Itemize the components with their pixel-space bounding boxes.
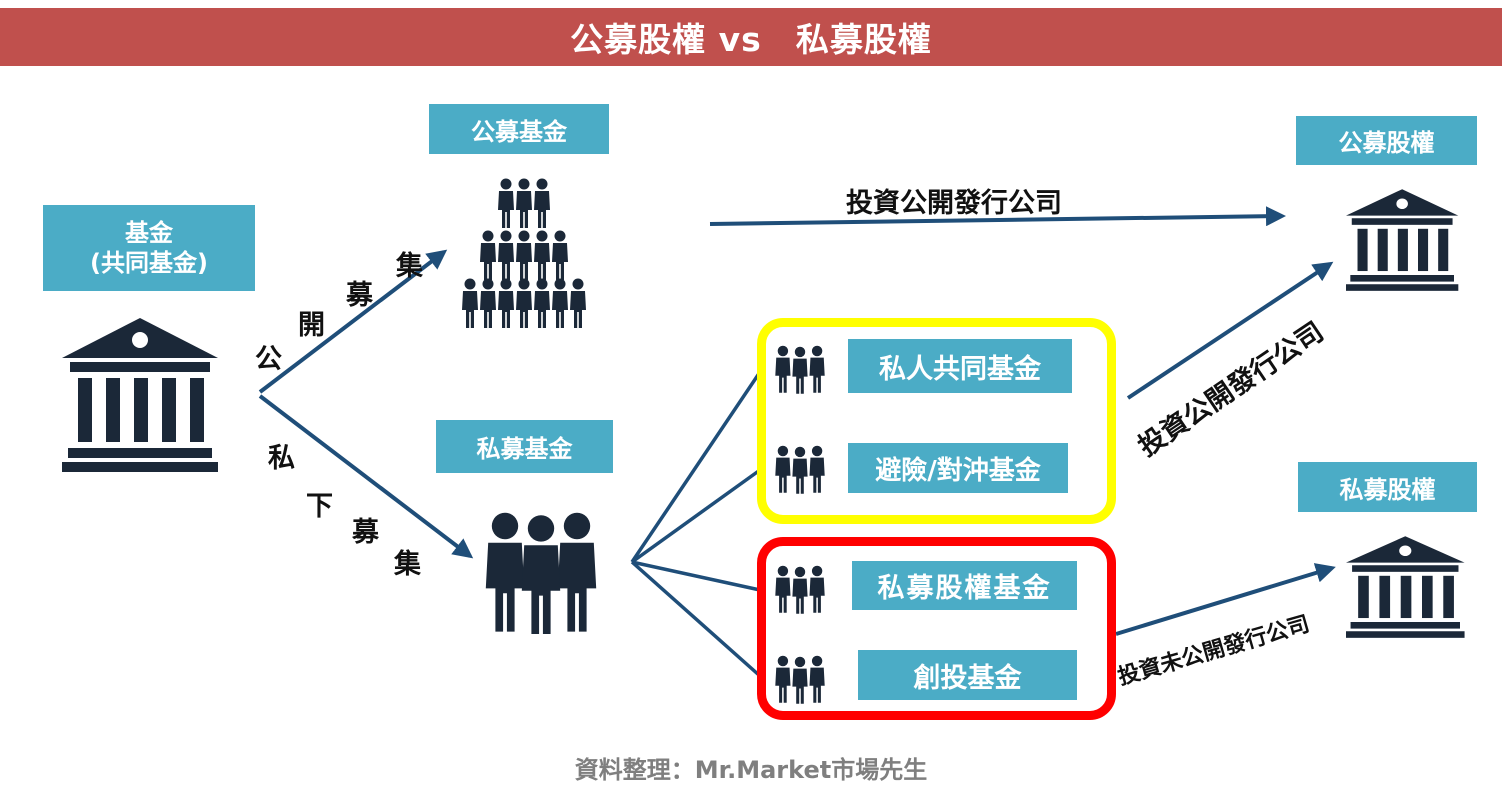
public-strategy-group [757,318,1116,524]
crowd-icon [462,178,586,328]
invest-private-arrow [1115,563,1336,636]
fan-line-4 [630,560,762,678]
invest-public-arrow [709,206,1286,227]
venture-fund-box: 創投基金 [858,650,1077,700]
hedge-fund-box: 避險/對沖基金 [848,443,1068,493]
private-strategy-group [757,537,1116,720]
fund-label: 基金 [125,219,173,247]
source-note: 資料整理：Mr.Market市場先生 [574,756,928,784]
public-raise-char-4: 集 [396,251,423,282]
public-raise-char-2: 開 [298,310,325,341]
title-bar: 公募股權 vs 私募股權 [0,8,1502,66]
public-raise-char-3: 募 [346,280,373,311]
public-equity-box: 公募股權 [1296,116,1477,165]
fan-line-1 [630,371,762,563]
public-equity-bank-icon [1346,189,1459,291]
fund-box: 基金 (共同基金) [43,205,255,291]
fan-line-3 [631,560,761,592]
private-equity-bank-icon [1346,536,1465,638]
public-raise-arrow [258,249,448,394]
private-raise-char-2: 下 [306,491,333,522]
private-fund-box: 私募基金 [436,420,613,473]
private-raise-char-4: 集 [394,549,421,580]
invest-public-label: 投資公開發行公司 [846,188,1062,219]
private-equity-fund-box: 私募股權基金 [852,561,1077,610]
private-raise-arrow [258,394,474,559]
fan-line-2 [630,468,762,564]
private-equity-box: 私募股權 [1298,462,1477,512]
public-fund-box: 公募基金 [429,104,609,154]
public-raise-char-1: 公 [255,344,282,375]
fund-bank-icon [62,318,218,472]
private-raise-char-3: 募 [352,517,379,548]
fund-sublabel: (共同基金) [90,249,208,277]
page-title: 公募股權 vs 私募股權 [570,20,932,59]
group-icon [485,512,597,634]
invest-public-diagonal-arrow [1126,261,1334,400]
private-raise-char-1: 私 [268,443,295,474]
private-mutual-fund-box: 私人共同基金 [848,339,1072,393]
